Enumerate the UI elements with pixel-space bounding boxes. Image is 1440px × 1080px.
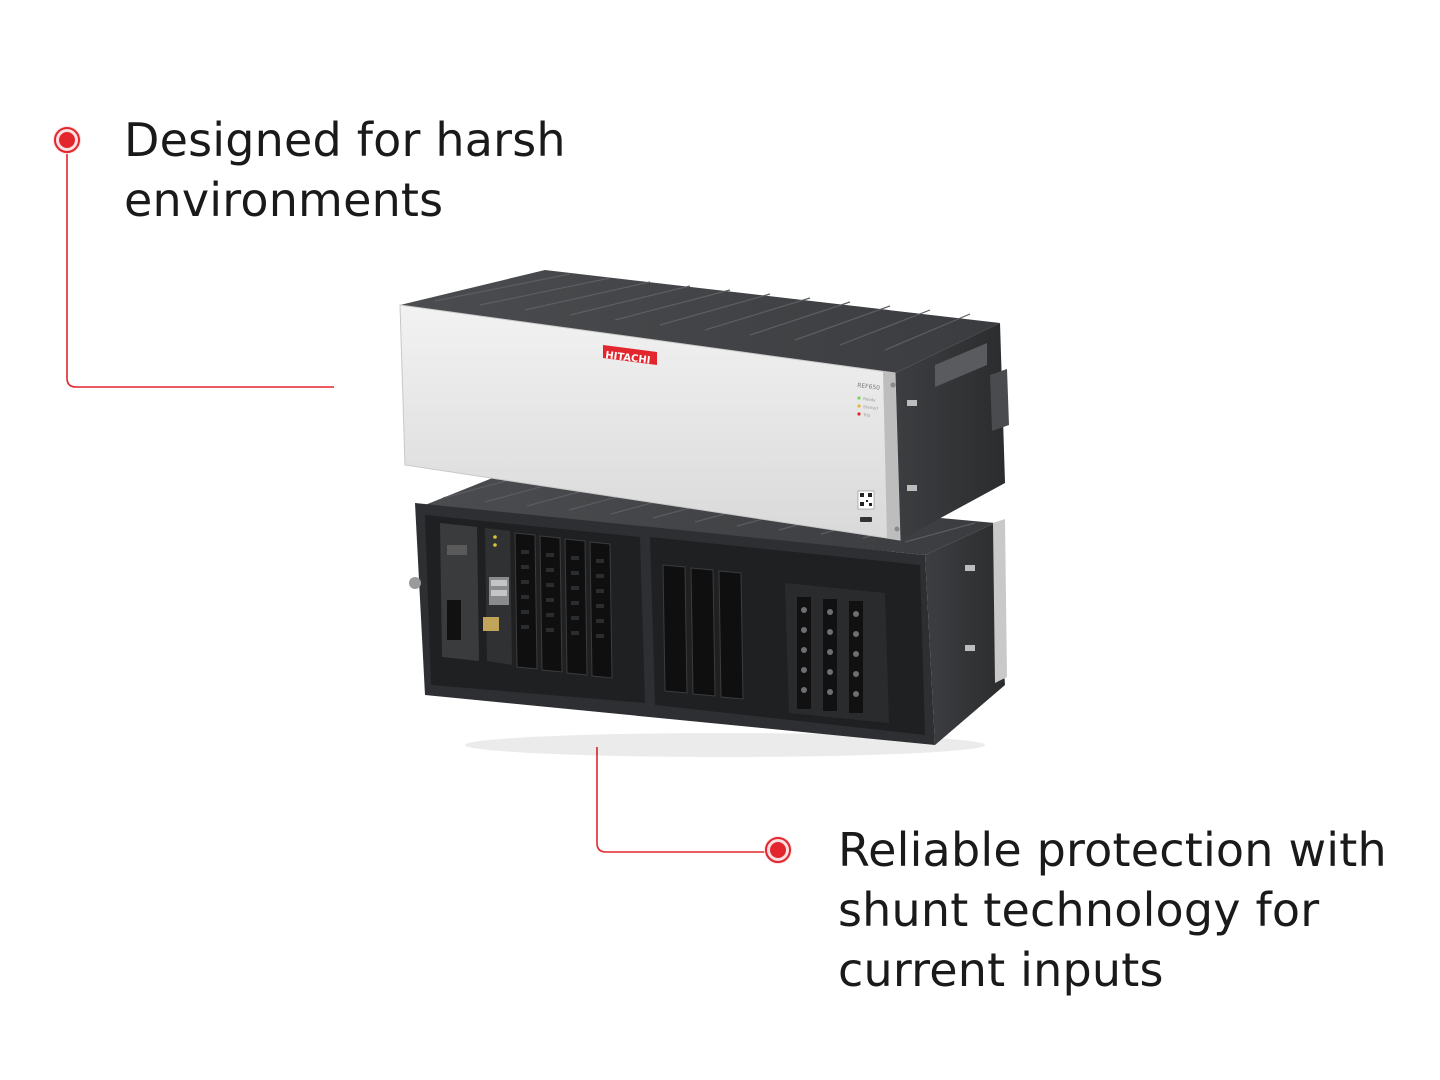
bottom-callout-text: Reliable protection with shunt technolog… — [838, 820, 1387, 1000]
top-callout-text: Designed for harsh environments — [124, 110, 566, 230]
bottom-callout-leader-line — [596, 747, 778, 853]
top-callout-line-1: Designed for harsh — [124, 113, 566, 167]
relay-device-illustration: HITACHI REF650 Ready Started Trip — [399, 270, 1009, 757]
led-ready-icon — [857, 396, 861, 400]
usb-port-icon — [860, 517, 872, 522]
led-started-icon — [857, 404, 861, 408]
brand-logo: HITACHI — [605, 350, 651, 366]
status-leds: Ready Started Trip — [857, 396, 879, 418]
upper-closed-unit: HITACHI REF650 Ready Started Trip — [399, 270, 1009, 541]
top-callout-line-2: environments — [124, 173, 444, 227]
led-label-started: Started — [863, 404, 879, 411]
qr-code-icon — [857, 490, 875, 510]
top-callout-marker-icon — [53, 126, 81, 154]
bottom-callout-line-1: Reliable protection with — [838, 823, 1387, 877]
led-trip-icon — [857, 412, 861, 416]
led-label-ready: Ready — [863, 396, 877, 403]
bottom-callout-line-2: shunt technology for — [838, 883, 1320, 937]
model-label: REF650 — [857, 382, 881, 392]
bottom-callout-marker-icon — [764, 836, 792, 864]
bottom-callout-line-3: current inputs — [838, 943, 1164, 997]
lower-rack-unit — [409, 477, 1007, 745]
led-label-trip: Trip — [862, 412, 871, 418]
top-callout-leader-line — [66, 140, 334, 388]
